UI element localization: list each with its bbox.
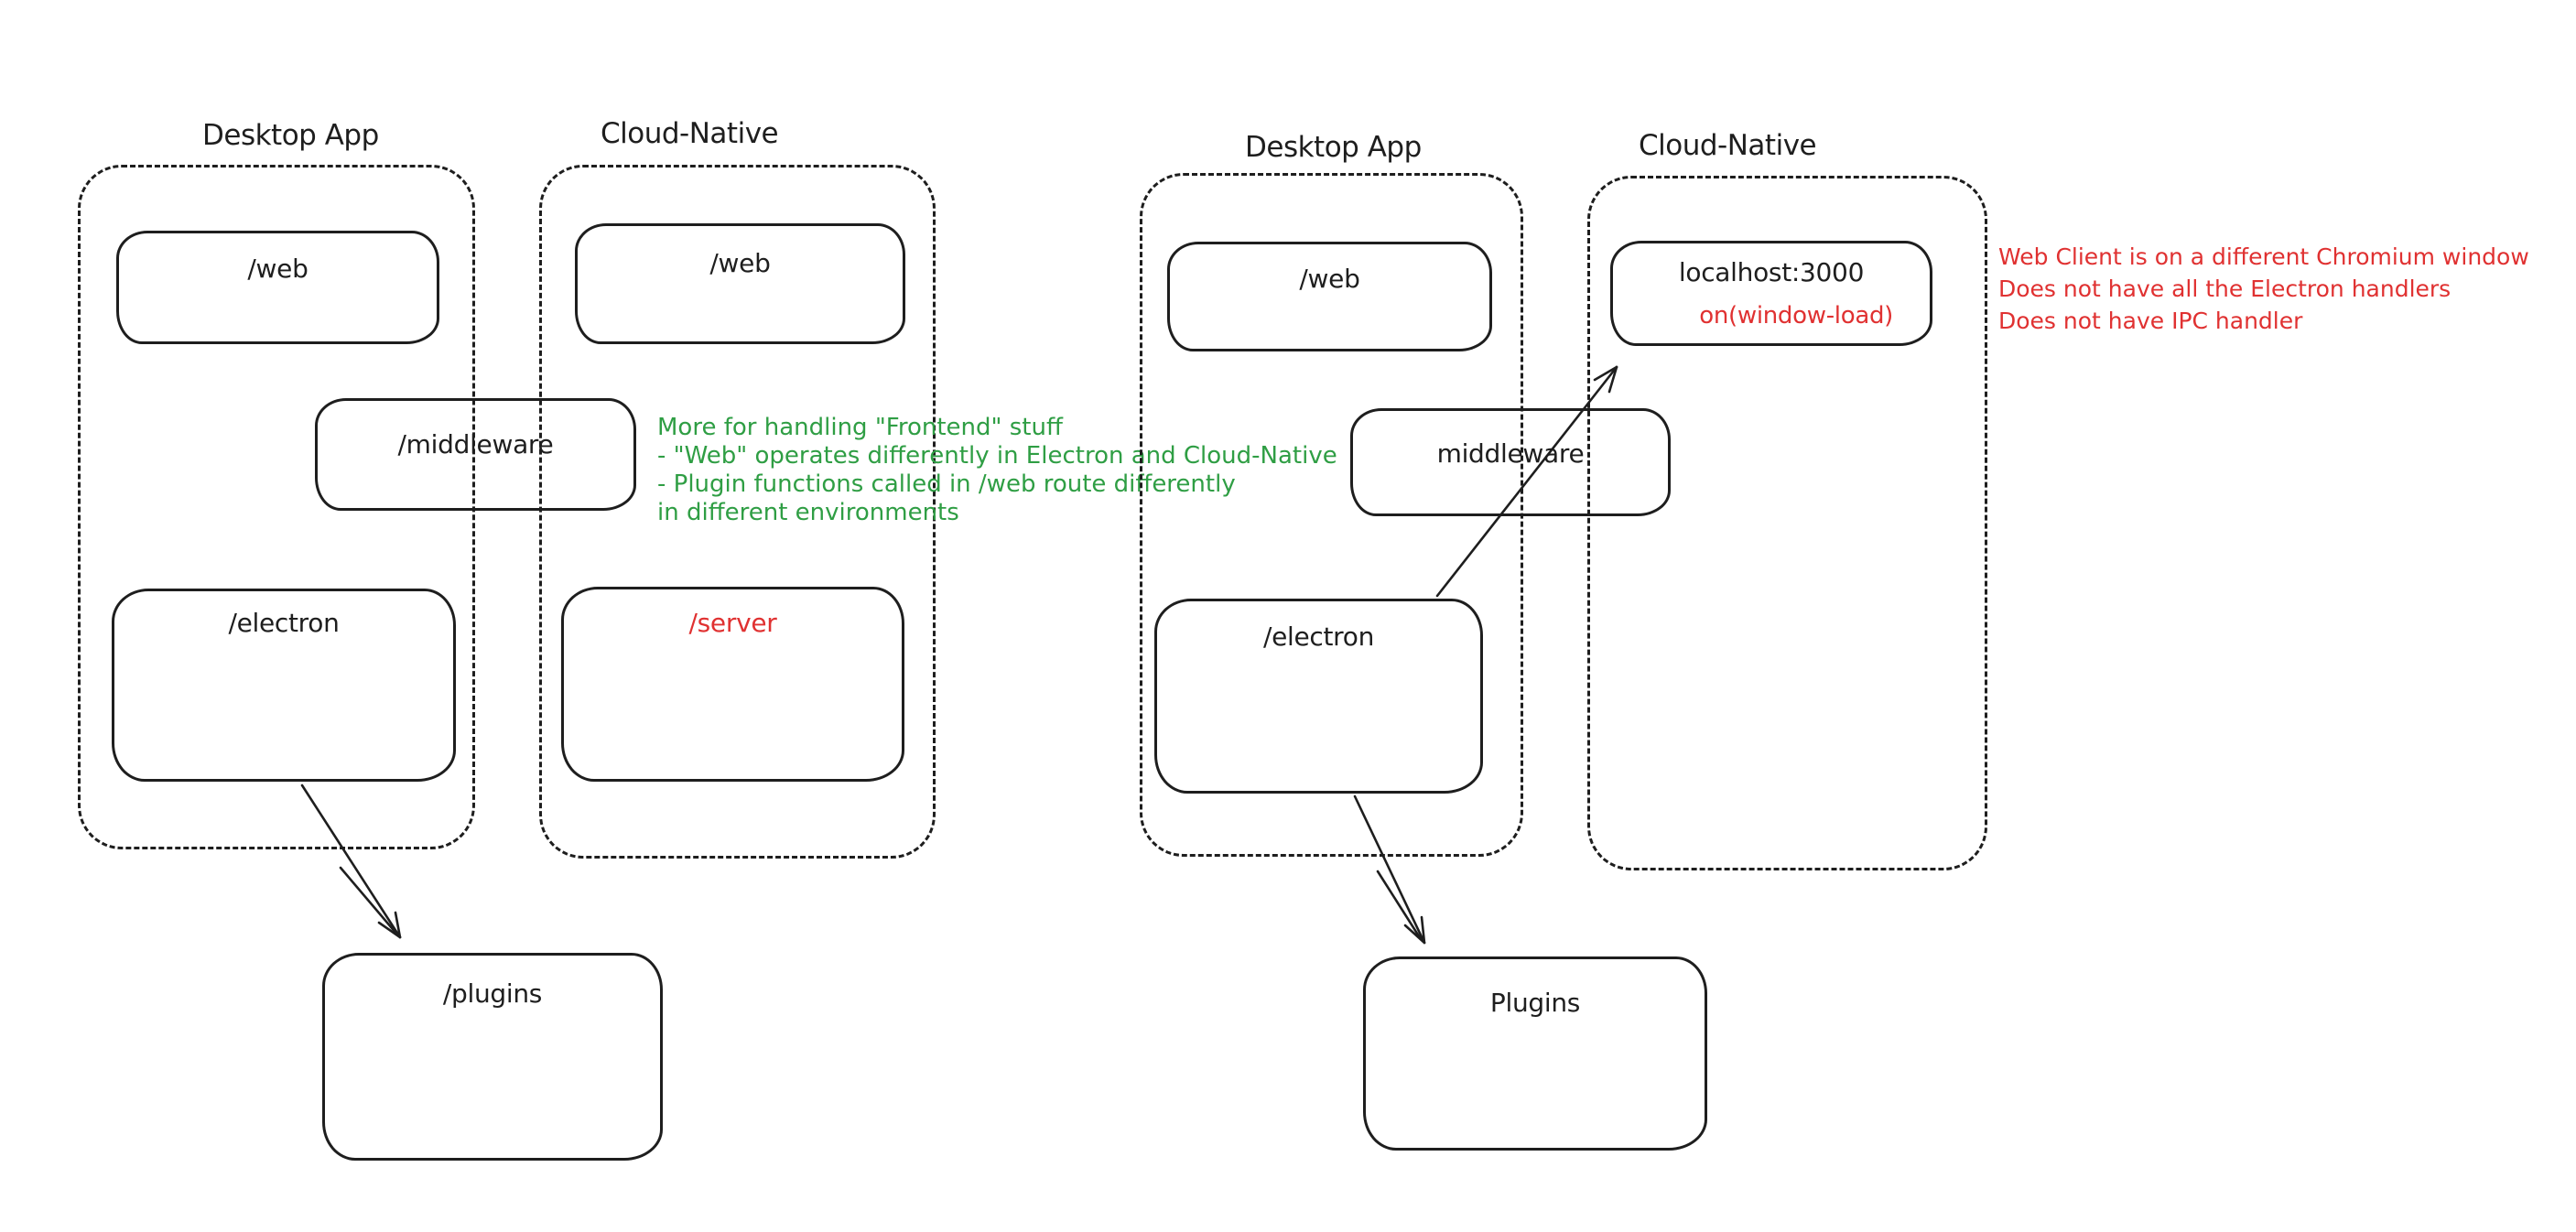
- right-localhost-box: localhost:3000 on(window-load): [1610, 241, 1932, 346]
- red-annotation-line: Web Client is on a different Chromium wi…: [1998, 243, 2529, 270]
- left-desktop-app-frame: [78, 165, 475, 849]
- right-electron-box: /electron: [1154, 599, 1483, 794]
- right-middleware-box: middleware: [1350, 408, 1671, 516]
- right-cloud-native-title: Cloud-Native: [1639, 129, 1817, 162]
- left-server-box: /server: [561, 587, 904, 782]
- left-desktop-web-box: /web: [116, 231, 439, 344]
- left-cloud-web-label: /web: [709, 248, 771, 278]
- right-electron-label: /electron: [1262, 621, 1375, 652]
- green-annotation-line: - "Web" operates differently in Electron…: [657, 442, 1337, 470]
- left-server-label: /server: [688, 608, 777, 638]
- right-on-window-load-label: on(window-load): [1699, 302, 1893, 330]
- red-annotation-line: Does not have all the Electron handlers: [1998, 276, 2452, 302]
- left-middleware-box: /middleware: [315, 398, 636, 511]
- left-desktop-app-title: Desktop App: [202, 119, 379, 152]
- right-desktop-web-box: /web: [1167, 242, 1492, 351]
- left-plugins-box: /plugins: [322, 953, 663, 1161]
- green-annotation-line: in different environments: [657, 499, 959, 526]
- left-electron-box: /electron: [112, 589, 456, 782]
- right-localhost-label: localhost:3000: [1678, 257, 1865, 287]
- left-cloud-native-frame: [539, 165, 936, 859]
- left-cloud-native-title: Cloud-Native: [601, 117, 779, 150]
- left-middleware-label: /middleware: [397, 429, 554, 459]
- right-desktop-app-title: Desktop App: [1245, 131, 1422, 164]
- right-middleware-label: middleware: [1436, 438, 1585, 469]
- left-electron-label: /electron: [228, 608, 340, 638]
- right-plugins-box: Plugins: [1363, 956, 1707, 1151]
- green-annotation-line: - Plugin functions called in /web route …: [657, 470, 1236, 498]
- red-annotation-line: Does not have IPC handler: [1998, 308, 2303, 334]
- left-cloud-web-box: /web: [575, 223, 905, 344]
- green-annotation-line: More for handling "Frontend" stuff: [657, 414, 1063, 441]
- green-annotation: More for handling "Frontend" stuff - "We…: [657, 414, 1337, 527]
- left-plugins-label: /plugins: [442, 978, 543, 1009]
- right-plugins-label: Plugins: [1489, 988, 1581, 1018]
- red-annotation: Web Client is on a different Chromium wi…: [1998, 241, 2529, 337]
- right-desktop-web-label: /web: [1299, 264, 1360, 294]
- left-desktop-web-label: /web: [247, 254, 308, 284]
